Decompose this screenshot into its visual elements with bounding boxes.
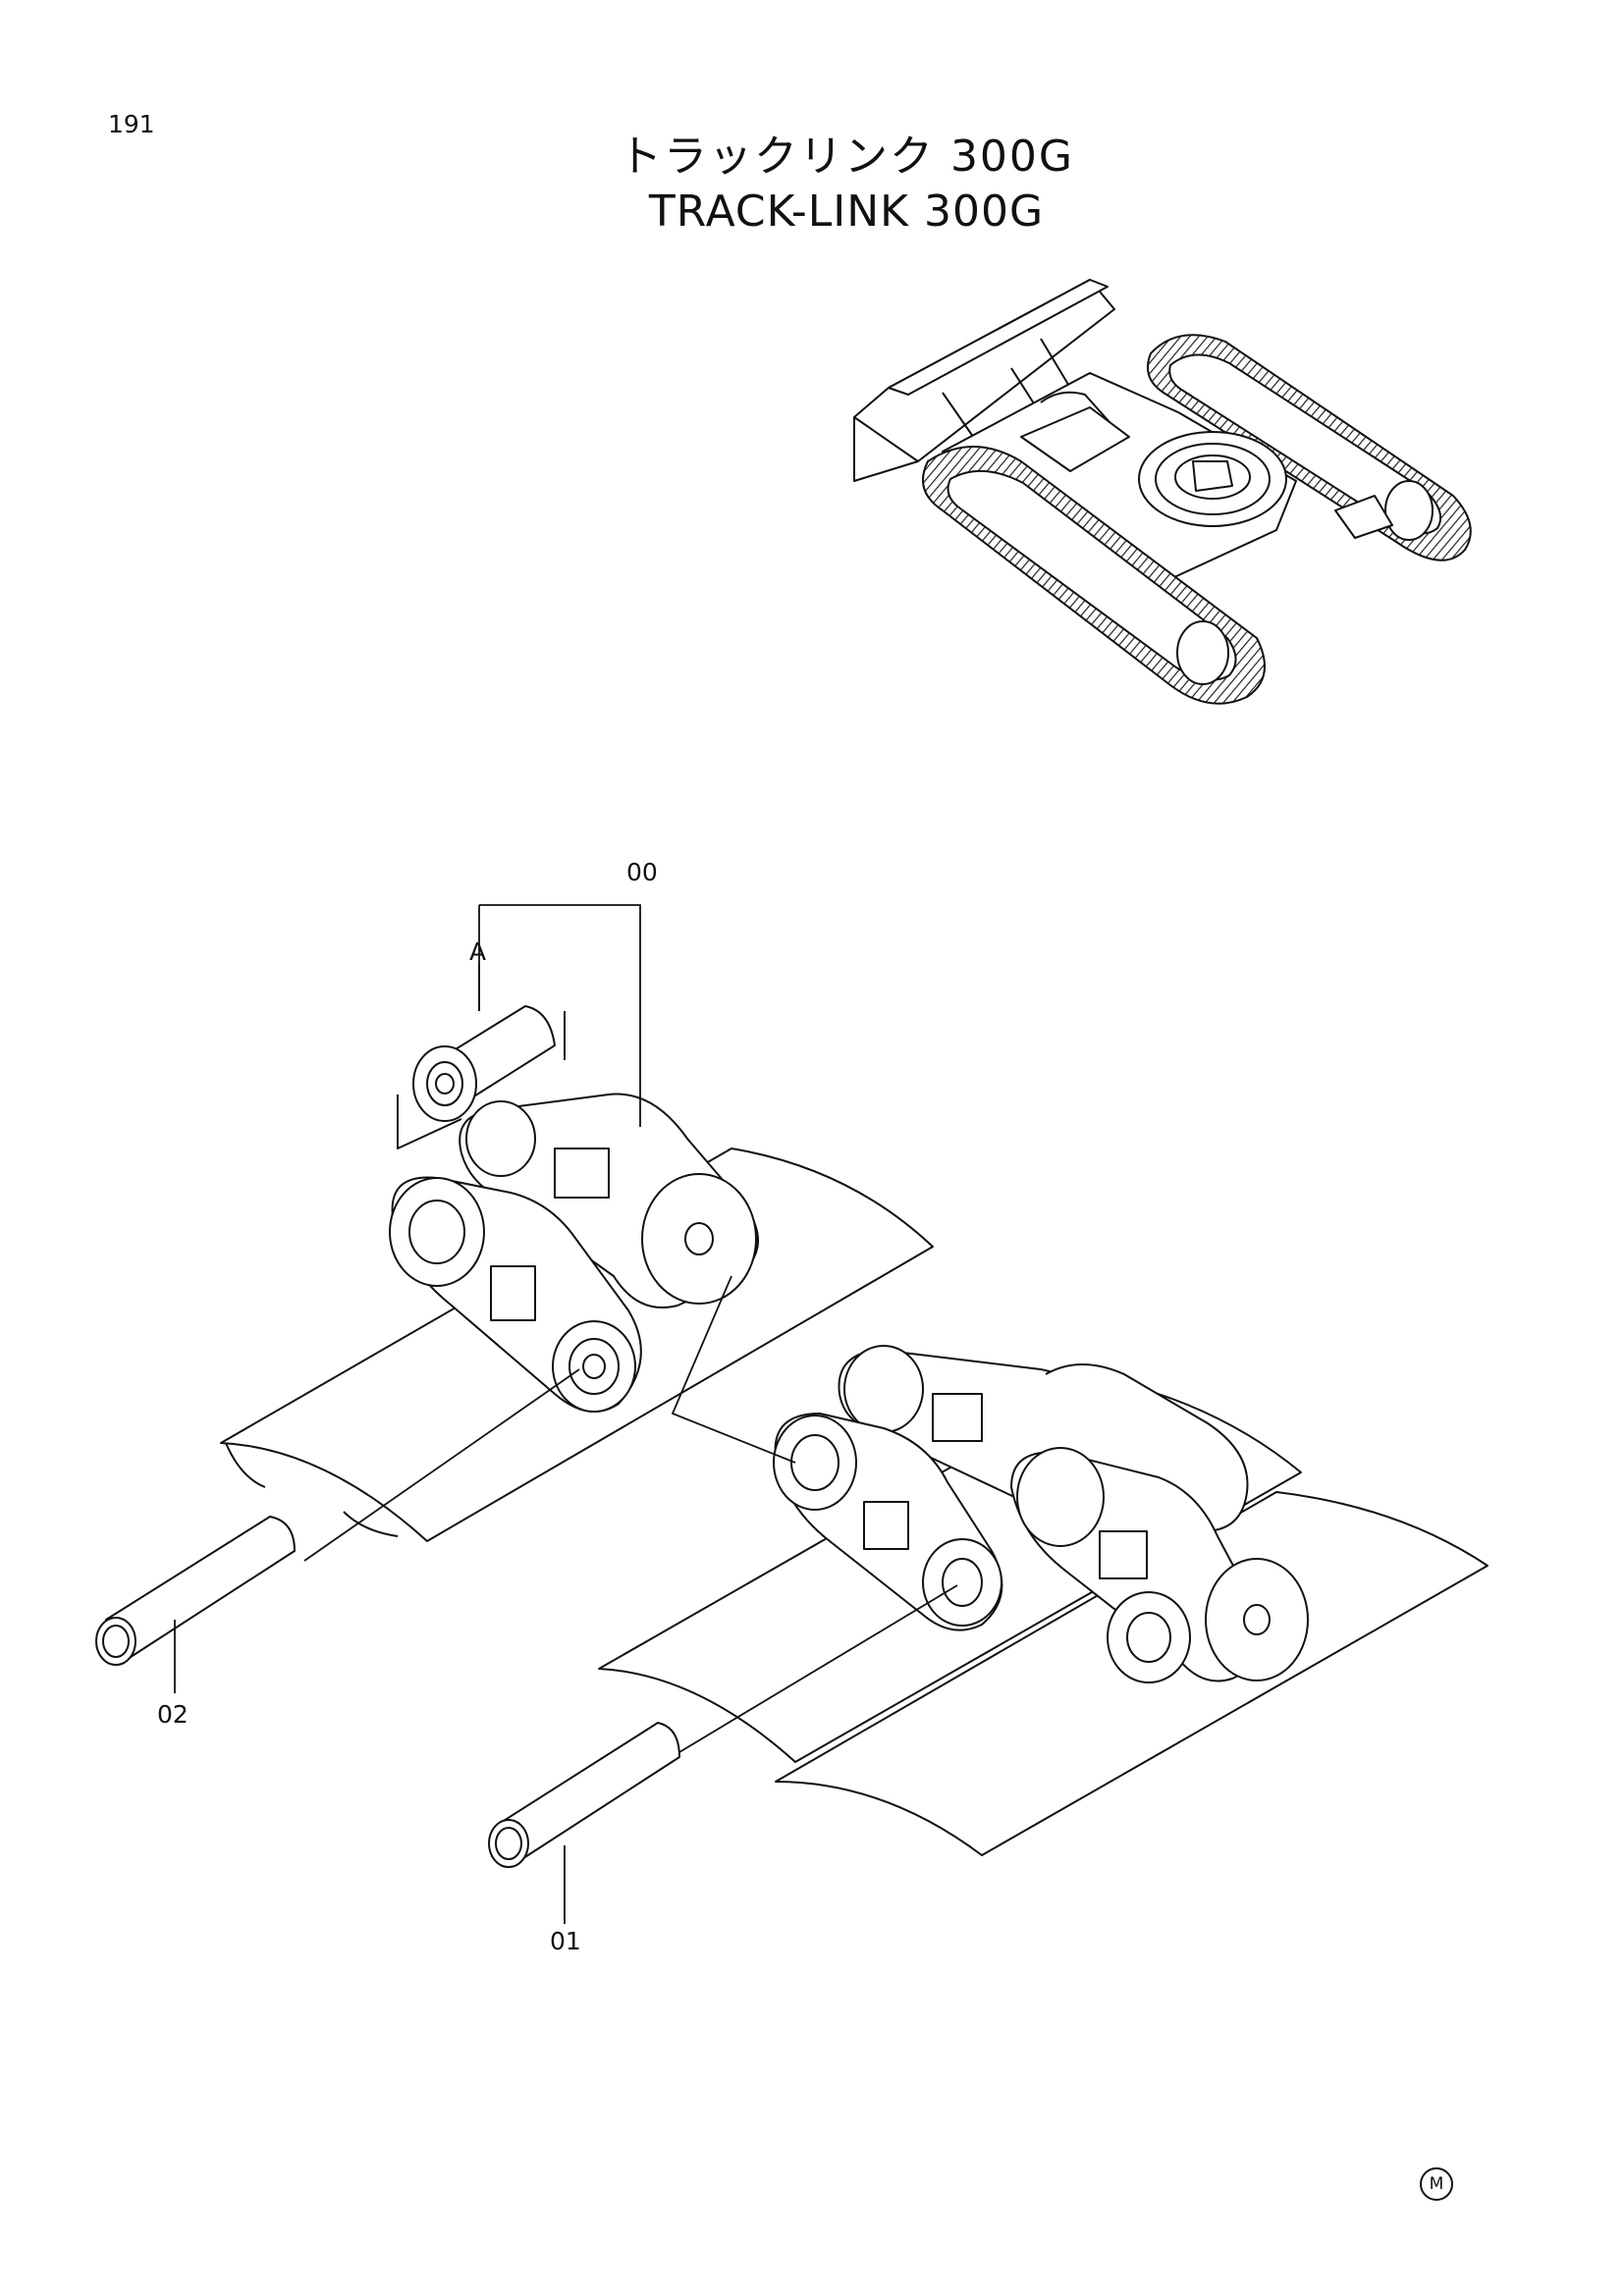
undercarriage-overview [853,279,1472,705]
page-title: トラックリンク 300G TRACK-LINK 300G [0,130,1624,240]
callout-01: 01 [550,1927,581,1955]
footer-mark: M [1420,2167,1453,2201]
front-track [922,446,1266,705]
pin-02 [95,1516,296,1666]
callout-00: 00 [626,858,658,886]
title-japanese: トラックリンク 300G [618,132,1075,182]
page-number: 191 [108,110,155,138]
bushing-a [412,1005,556,1122]
callout-02: 02 [157,1700,189,1729]
link-assembly-upper [389,1005,759,1413]
rear-track [1147,334,1472,561]
callout-a: A [469,937,486,966]
pin-01 [488,1722,680,1868]
leader-lines [174,904,958,1924]
link-assembly-lower [773,1345,1309,1683]
center-frame [942,372,1393,590]
title-english: TRACK-LINK 300G [648,187,1045,237]
